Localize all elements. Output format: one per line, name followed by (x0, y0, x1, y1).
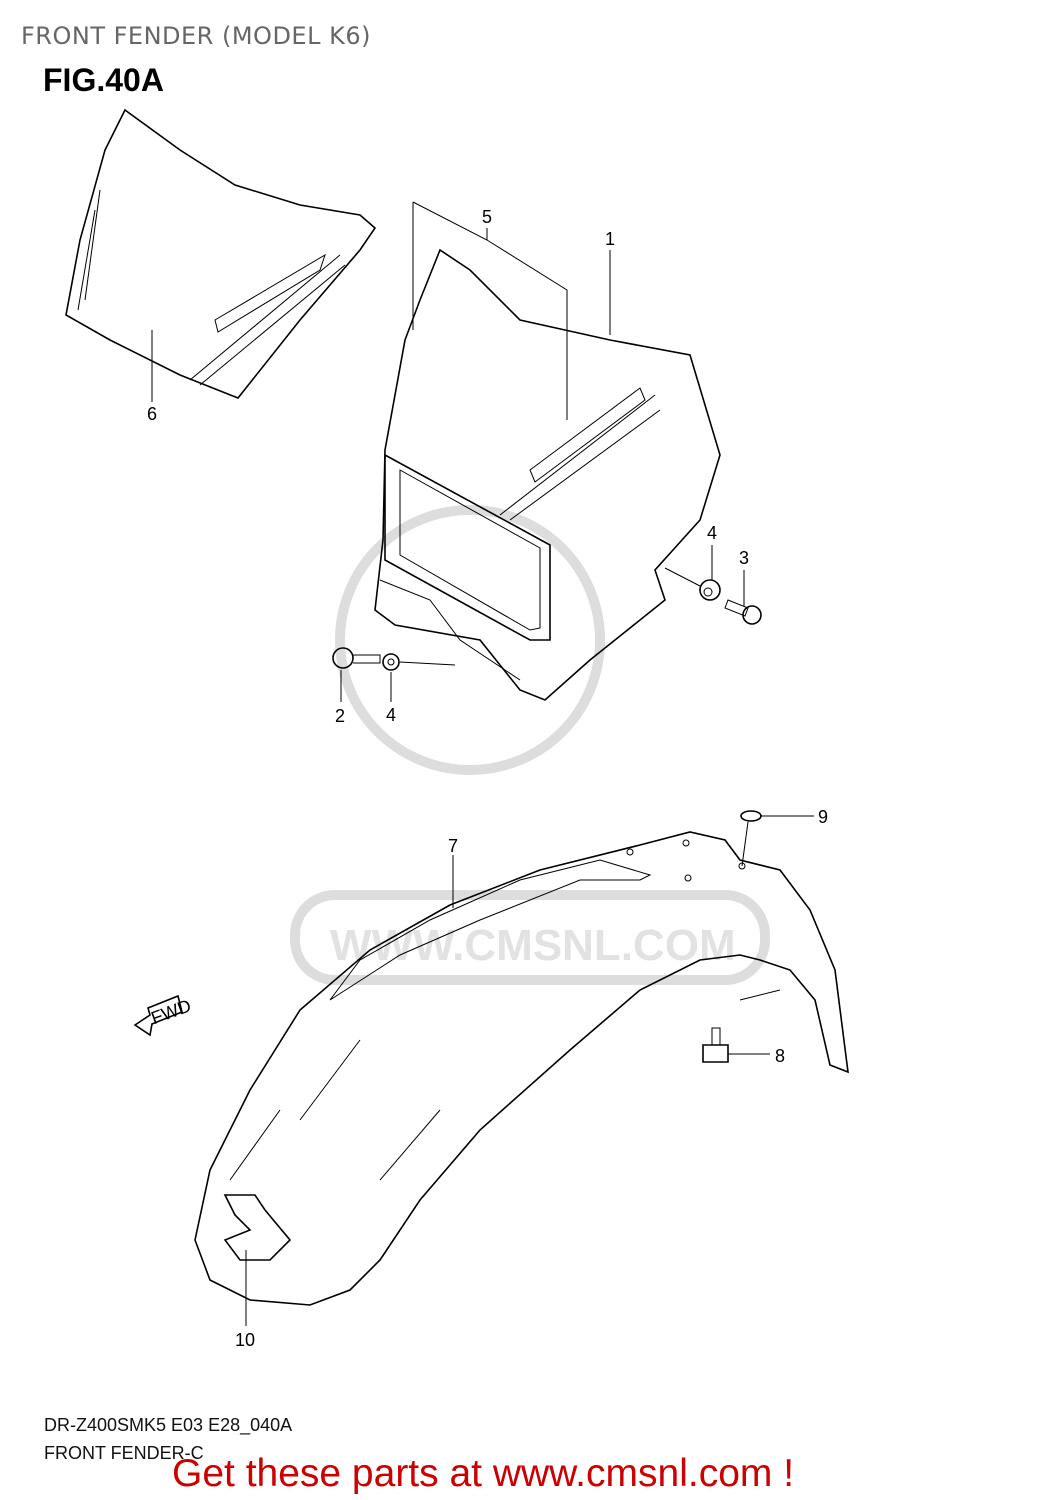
part-grommet-4b (699, 579, 721, 601)
part-washer-9 (740, 810, 762, 822)
fwd-label: FWD (148, 995, 193, 1028)
watermark-logo: WWW.CMSNL.COM (290, 505, 770, 985)
page-title: FRONT FENDER (MODEL K6) (21, 22, 371, 50)
callout-7: 7 (448, 836, 458, 856)
part-headlight-cowl (374, 248, 721, 701)
fwd-arrow-icon: FWD (133, 994, 194, 1037)
callout-2: 2 (335, 706, 345, 726)
callout-6: 6 (147, 404, 157, 424)
part-bolt-3 (724, 599, 762, 625)
diagram-name: FRONT FENDER-C (44, 1443, 204, 1463)
part-front-fender (194, 831, 849, 1306)
part-bolt-8 (702, 1027, 729, 1063)
callout-3: 3 (739, 548, 749, 568)
callout-1: 1 (605, 229, 615, 249)
leader-lines (151, 201, 814, 1326)
callout-10: 10 (235, 1330, 255, 1350)
diagram-code: DR-Z400SMK5 E03 E28_040A (44, 1415, 293, 1435)
callout-9: 9 (818, 807, 828, 827)
callout-4: 4 (707, 523, 717, 543)
callout-5: 5 (482, 207, 492, 227)
part-visor (65, 108, 377, 399)
figure-number: FIG.40A (43, 62, 164, 98)
part-grommet-4a (382, 653, 400, 671)
promo-link[interactable]: Get these parts at www.cmsnl.com ! (172, 1452, 795, 1495)
watermark-text: WWW.CMSNL.COM (330, 921, 736, 970)
callout-8: 8 (775, 1046, 785, 1066)
part-bolt-2 (332, 647, 381, 669)
callout-4: 4 (386, 705, 396, 725)
